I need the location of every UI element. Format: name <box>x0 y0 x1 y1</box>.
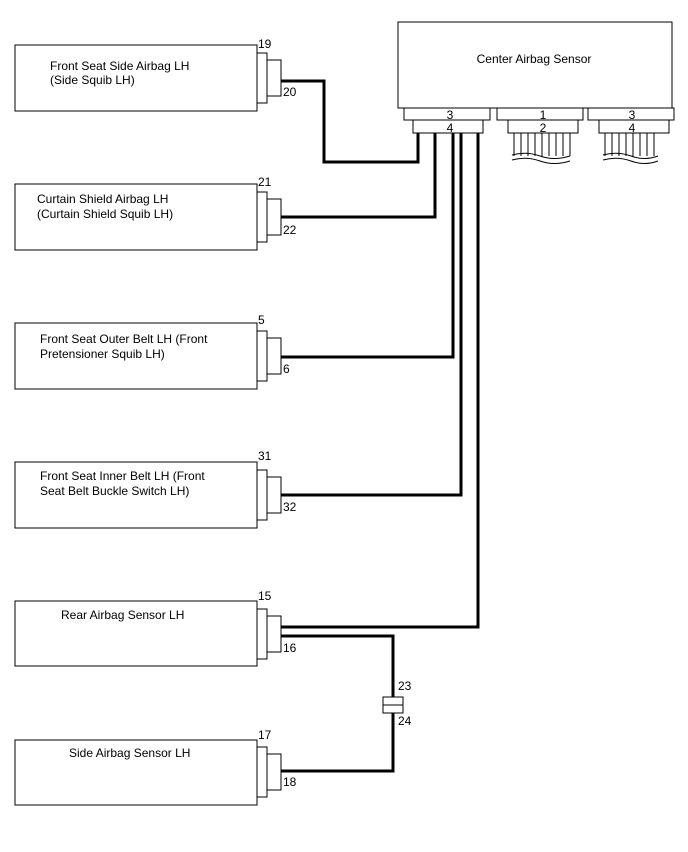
component-label-line1: Rear Airbag Sensor LH <box>61 608 184 622</box>
center-airbag-sensor: Center Airbag Sensor 3 4 1 2 3 4 <box>397 21 675 164</box>
component-body <box>14 183 258 251</box>
component-label-line2: (Curtain Shield Squib LH) <box>37 207 173 221</box>
pin-label-top: 21 <box>258 175 272 189</box>
center-sensor-label: Center Airbag Sensor <box>477 52 592 66</box>
component-label-line1: Side Airbag Sensor LH <box>69 746 190 760</box>
connector-plug <box>266 753 282 791</box>
pin-label-bottom: 6 <box>283 362 290 376</box>
wire-buckle-switch <box>281 133 463 497</box>
connector-housing <box>256 330 268 382</box>
component-body <box>14 600 258 667</box>
pin-label-bottom: 16 <box>283 641 297 655</box>
connector-plug <box>266 59 282 97</box>
connector-c-wire-stubs <box>602 133 659 164</box>
pin-label-top: 5 <box>258 313 265 327</box>
component-front-seat-side-airbag-lh: Front Seat Side Airbag LH (Side Squib LH… <box>14 37 297 112</box>
connector-housing <box>256 191 268 243</box>
component-label-line2: (Side Squib LH) <box>50 73 135 87</box>
component-side-airbag-sensor-lh: Side Airbag Sensor LH 17 18 <box>14 728 297 806</box>
connector-b-wire-stubs <box>511 133 571 164</box>
pin-label-bottom: 18 <box>283 775 297 789</box>
connector-plug <box>266 337 282 375</box>
wire-rear-airbag-sensor <box>281 133 480 629</box>
connector-plug <box>266 198 282 236</box>
wiring-harness <box>281 79 480 773</box>
pin-label-bottom: 22 <box>283 223 297 237</box>
junction-connector: 23 24 <box>382 679 412 728</box>
component-front-seat-outer-belt-lh: Front Seat Outer Belt LH (Front Pretensi… <box>14 313 290 390</box>
pin-label-top: 17 <box>258 728 272 742</box>
component-label-line2: Seat Belt Buckle Switch LH) <box>40 484 189 498</box>
wire-pretensioner-squib <box>281 133 455 359</box>
component-rear-airbag-sensor-lh: Rear Airbag Sensor LH 15 16 <box>14 589 297 667</box>
center-connector-a: 3 4 <box>403 107 491 135</box>
connector-housing <box>256 52 268 104</box>
component-label-line1: Curtain Shield Airbag LH <box>37 192 168 206</box>
junction-pin-bottom: 24 <box>398 714 412 728</box>
pin-label-top: 19 <box>258 37 272 51</box>
connector-housing <box>256 469 268 521</box>
connector-c-pin-4: 4 <box>629 121 636 135</box>
component-body <box>14 739 258 806</box>
component-body <box>14 44 258 112</box>
pin-label-top: 15 <box>258 589 272 603</box>
component-label-line1: Front Seat Inner Belt LH (Front <box>40 469 205 483</box>
center-sensor-body <box>397 21 673 109</box>
wire-side-squib <box>281 79 420 164</box>
pin-label-bottom: 32 <box>283 500 297 514</box>
wire-rear-to-junction <box>281 634 395 697</box>
connector-b-pin-2: 2 <box>540 121 547 135</box>
connector-housing <box>256 608 268 660</box>
connector-housing <box>256 746 268 798</box>
component-label-line2: Pretensioner Squib LH) <box>40 347 165 361</box>
connector-c-pin-3: 3 <box>629 108 636 122</box>
center-connector-b: 1 2 <box>496 107 584 164</box>
component-curtain-shield-airbag-lh: Curtain Shield Airbag LH (Curtain Shield… <box>14 175 297 251</box>
component-label-line1: Front Seat Side Airbag LH <box>50 59 189 73</box>
center-connector-c: 3 4 <box>587 107 675 164</box>
connector-a-pin-3: 3 <box>447 108 454 122</box>
component-body <box>14 322 258 390</box>
pin-label-top: 31 <box>258 449 272 463</box>
component-label-line1: Front Seat Outer Belt LH (Front <box>40 332 208 346</box>
component-front-seat-inner-belt-lh: Front Seat Inner Belt LH (Front Seat Bel… <box>14 449 297 529</box>
wire-curtain-squib <box>281 133 437 219</box>
connector-a-pin-4: 4 <box>447 121 454 135</box>
wire-junction-to-side-sensor <box>281 713 395 773</box>
connector-b-pin-1: 1 <box>540 108 547 122</box>
pin-label-bottom: 20 <box>283 85 297 99</box>
junction-pin-top: 23 <box>398 679 412 693</box>
connector-plug <box>266 476 282 514</box>
connector-plug <box>266 615 282 653</box>
